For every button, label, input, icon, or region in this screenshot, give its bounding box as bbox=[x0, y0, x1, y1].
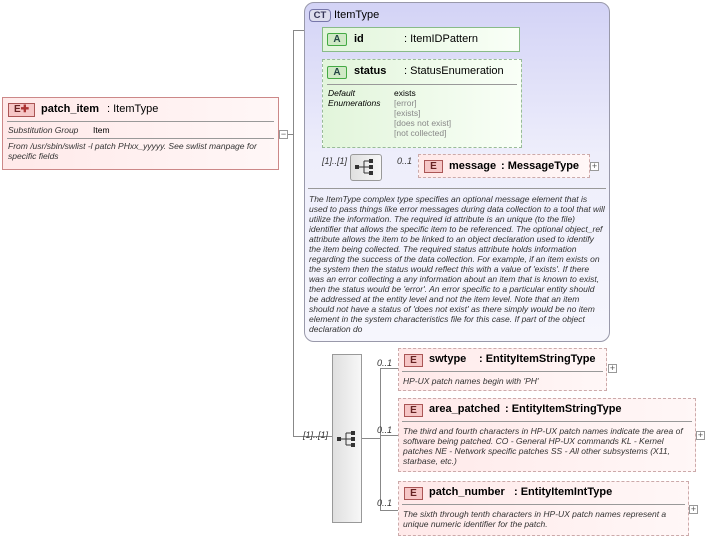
divider bbox=[402, 504, 685, 505]
element-area-patched-name: area_patched bbox=[429, 403, 500, 415]
attribute-id-name: id bbox=[354, 33, 364, 45]
divider bbox=[7, 138, 274, 139]
divider bbox=[402, 371, 603, 372]
enumeration-value: [error] bbox=[394, 98, 417, 108]
element-tag-icon: E bbox=[424, 160, 443, 173]
collapse-icon[interactable]: − bbox=[279, 129, 288, 139]
default-value: exists bbox=[394, 88, 416, 98]
connector-seq-out bbox=[361, 438, 381, 439]
divider bbox=[7, 121, 274, 122]
ct-sequence-compositor[interactable] bbox=[350, 154, 382, 181]
element-tag-icon: E bbox=[404, 487, 423, 500]
root-element-name: patch_item bbox=[41, 103, 100, 115]
expand-icon[interactable]: + bbox=[689, 504, 698, 514]
expand-icon[interactable]: + bbox=[696, 430, 705, 440]
attribute-status-box[interactable]: A status : StatusEnumeration Default Enu… bbox=[322, 59, 522, 148]
element-message-name: message bbox=[449, 160, 497, 172]
expand-icon[interactable]: + bbox=[590, 161, 599, 171]
enumerations-label: Enumerations bbox=[328, 98, 381, 108]
attribute-status-type: : StatusEnumeration bbox=[404, 65, 504, 77]
divider bbox=[402, 421, 692, 422]
element-tag-icon: E bbox=[404, 354, 423, 367]
sequence-icon bbox=[337, 431, 355, 447]
root-element-type: : ItemType bbox=[107, 103, 159, 115]
element-swtype-description: HP-UX patch names begin with 'PH' bbox=[403, 376, 539, 386]
element-swtype-box[interactable]: E swtype : EntityItemStringType HP-UX pa… bbox=[398, 348, 607, 391]
element-area-patched-type: : EntityItemStringType bbox=[505, 403, 622, 415]
root-element-box[interactable]: E✚ patch_item : ItemType Substitution Gr… bbox=[2, 97, 279, 170]
expand-icon[interactable]: + bbox=[608, 363, 617, 373]
ct-sequence-cardinality: [1]..[1] bbox=[322, 156, 348, 166]
default-label: Default bbox=[328, 88, 355, 98]
connector-area bbox=[380, 435, 398, 436]
element-patch-number-box[interactable]: E patch_number : EntityItemIntType The s… bbox=[398, 481, 689, 536]
enumeration-value: [does not exist] bbox=[394, 118, 452, 128]
enumeration-value: [not collected] bbox=[394, 128, 447, 138]
sequence-compositor[interactable] bbox=[332, 354, 362, 523]
element-tag-icon: E bbox=[404, 404, 423, 417]
complex-type-description: The ItemType complex type specifies an o… bbox=[309, 194, 605, 334]
area-patched-cardinality: 0..1 bbox=[377, 425, 393, 435]
complex-type-tag-icon: CT bbox=[309, 9, 331, 22]
connector-patchnum bbox=[380, 510, 398, 511]
connector-ct bbox=[293, 30, 305, 31]
sequence-icon bbox=[355, 159, 373, 175]
attribute-id-box[interactable]: A id : ItemIDPattern bbox=[322, 27, 520, 52]
attribute-status-name: status bbox=[354, 65, 387, 77]
element-message-box[interactable]: E message : MessageType bbox=[418, 154, 590, 178]
complex-type-name: ItemType bbox=[334, 9, 380, 21]
divider bbox=[327, 84, 517, 85]
sequence-cardinality: [1]..[1] bbox=[303, 430, 329, 440]
connector-trunk bbox=[293, 30, 294, 436]
connector-seq bbox=[293, 436, 333, 437]
element-tag-icon: E✚ bbox=[8, 103, 35, 117]
element-patch-number-name: patch_number bbox=[429, 486, 505, 498]
element-message-type: : MessageType bbox=[501, 160, 580, 172]
divider bbox=[308, 188, 606, 189]
element-swtype-type: : EntityItemStringType bbox=[479, 353, 596, 365]
substitution-group-label: Substitution Group bbox=[8, 125, 79, 135]
message-cardinality: 0..1 bbox=[397, 156, 413, 166]
element-swtype-name: swtype bbox=[429, 353, 467, 365]
connector-children-trunk bbox=[380, 368, 381, 510]
enumeration-value: [exists] bbox=[394, 108, 421, 118]
element-patch-number-description: The sixth through tenth characters in HP… bbox=[403, 509, 667, 529]
element-patch-number-type: : EntityItemIntType bbox=[514, 486, 613, 498]
attribute-id-type: : ItemIDPattern bbox=[404, 33, 478, 45]
element-area-patched-box[interactable]: E area_patched : EntityItemStringType Th… bbox=[398, 398, 696, 472]
swtype-cardinality: 0..1 bbox=[377, 358, 393, 368]
patch-number-cardinality: 0..1 bbox=[377, 498, 393, 508]
connector-swtype bbox=[380, 368, 398, 369]
attribute-tag-icon: A bbox=[327, 66, 347, 79]
attribute-tag-icon: A bbox=[327, 33, 347, 46]
substitution-group-value: Item bbox=[93, 125, 110, 135]
root-description: From /usr/sbin/swlist -l patch PHxx_yyyy… bbox=[8, 141, 257, 161]
element-area-patched-description: The third and fourth characters in HP-UX… bbox=[403, 426, 683, 466]
